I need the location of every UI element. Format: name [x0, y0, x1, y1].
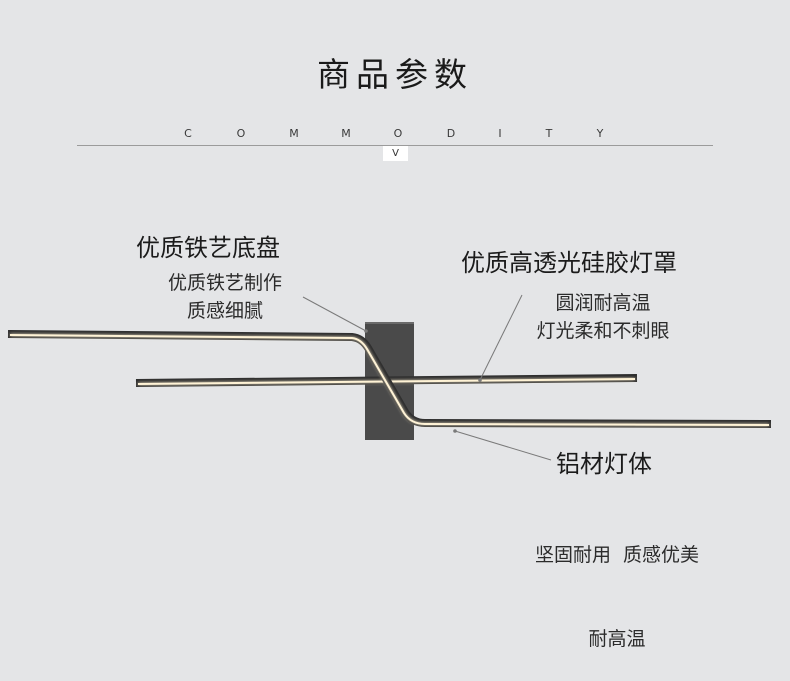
callout-shade-desc-line2: 灯光柔和不刺眼: [536, 320, 670, 342]
leader-line-shade: [479, 294, 523, 381]
subtitle-letter: T: [545, 127, 553, 140]
leader-line-body: [454, 430, 552, 461]
subtitle-letter: M: [341, 127, 351, 140]
subtitle-letter: D: [446, 127, 456, 140]
main-light-bar: [7, 330, 772, 428]
callout-base-desc: 优质铁艺制作 质感细腻: [140, 269, 310, 325]
leader-dot-body: [453, 429, 457, 433]
page-title: 商品参数: [317, 55, 473, 94]
subtitle-letter: M: [289, 127, 299, 140]
title-divider: [77, 145, 713, 146]
leader-dot-shade: [478, 378, 482, 382]
callout-shade-desc-line1: 圆润耐高温: [555, 292, 651, 314]
subtitle-letter: I: [498, 127, 502, 140]
subtitle-letter: C: [184, 127, 192, 140]
callout-body-desc-line1: 坚固耐用 质感优美: [534, 544, 700, 566]
leader-dot-base: [364, 329, 368, 333]
callout-body-title: 铝材灯体: [556, 450, 652, 478]
callout-base-desc-line1: 优质铁艺制作: [167, 272, 282, 294]
callout-shade-title: 优质高透光硅胶灯罩: [461, 249, 677, 277]
subtitle-letter: O: [393, 127, 403, 140]
callout-base-title: 优质铁艺底盘: [136, 234, 280, 262]
subtitle-letter: Y: [596, 127, 604, 140]
callout-base-desc-line2: 质感细腻: [186, 300, 263, 322]
wall-plate-edge: [365, 322, 414, 324]
lamp-illustration: [7, 294, 772, 461]
leader-line-base: [302, 296, 367, 332]
subtitle-letter: O: [236, 127, 246, 140]
callout-shade-desc: 圆润耐高温 灯光柔和不刺眼: [508, 289, 698, 345]
callout-body-desc-line2: 耐高温: [588, 628, 646, 650]
subtitle-badge: V: [383, 146, 408, 161]
callout-body-desc: 坚固耐用 质感优美 耐高温: [508, 485, 726, 681]
